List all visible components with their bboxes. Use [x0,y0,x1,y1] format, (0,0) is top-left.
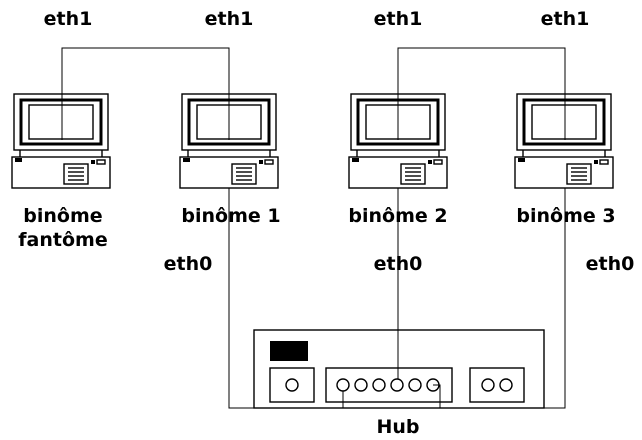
eth1-label-1: eth1 [205,8,254,30]
computer-name-0-line-2: fantôme [18,229,107,251]
eth1-link-a [61,47,230,130]
computer-name-1: binôme 1 [181,205,280,227]
eth0-link-1 [228,188,344,409]
hub-icon [253,329,545,409]
eth0-label-1: eth0 [164,253,213,275]
computer-name-3: binôme 3 [516,205,615,227]
computer-name-0-line-1: binôme [23,205,102,227]
eth0-label-3: eth0 [586,253,635,275]
computer-icon [179,93,279,189]
eth0-link-3 [433,188,566,409]
eth1-label-3: eth1 [541,8,590,30]
computer-icon [514,93,614,189]
computer-icon [11,93,111,189]
hub-label: Hub [376,416,419,438]
eth1-label-2: eth1 [374,8,423,30]
eth1-link-b [397,47,566,130]
eth1-label-0: eth1 [44,8,93,30]
